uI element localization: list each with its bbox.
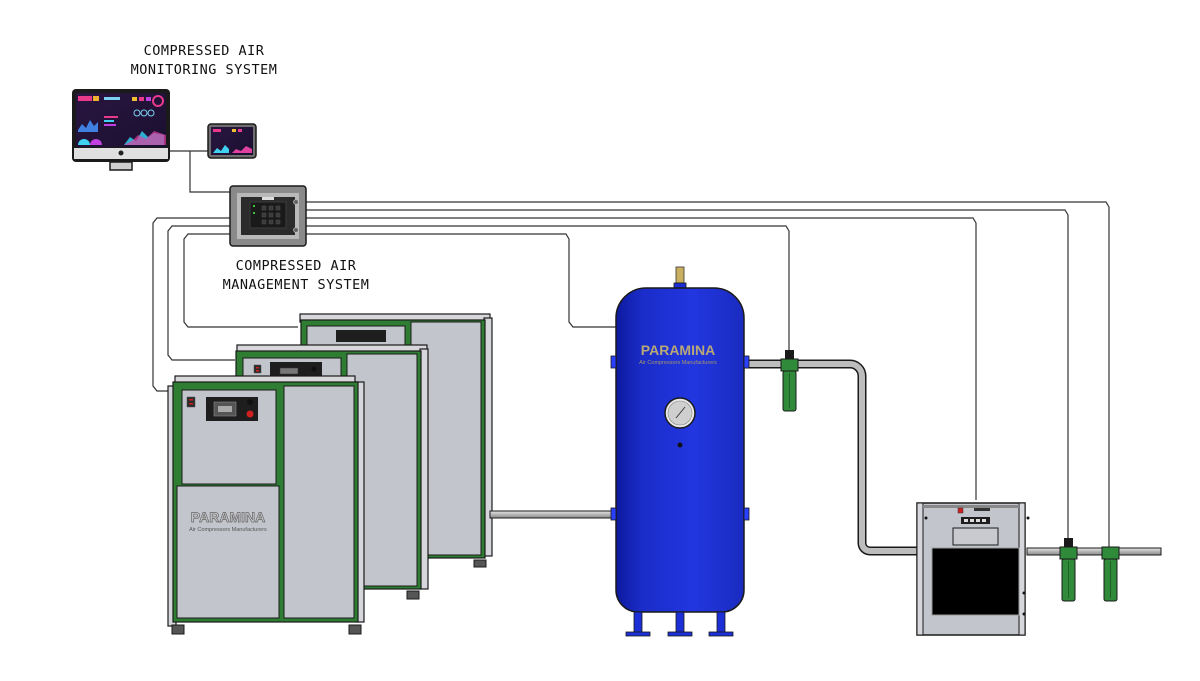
pressure-gauge-icon — [664, 397, 696, 429]
compressor-control-panel[interactable] — [186, 396, 258, 421]
compressor-brand: PARAMINA Air Compressors Manufacturers — [189, 509, 267, 533]
tank-body — [615, 287, 745, 613]
wire-monitor-controller — [189, 151, 232, 193]
wire-compressor-3 — [183, 233, 298, 328]
wire-tank — [305, 233, 617, 328]
management-label-line-2: MANAGEMENT SYSTEM — [222, 277, 370, 293]
management-controller[interactable] — [229, 185, 307, 247]
compressor-brand-name: PARAMINA — [191, 509, 265, 525]
controller-screen — [249, 201, 287, 229]
wire-filter-3 — [305, 201, 1110, 548]
monitoring-system-label: COMPRESSED AIR MONITORING SYSTEM — [104, 42, 304, 80]
compressor-brand-tagline: Air Compressors Manufacturers — [189, 527, 267, 533]
wire-compressor-2 — [167, 225, 235, 361]
management-label-line-1: COMPRESSED AIR — [235, 258, 357, 274]
air-receiver-tank[interactable]: PARAMINA Air Compressors Manufacturers — [610, 266, 750, 637]
monitoring-label-line-2: MONITORING SYSTEM — [130, 62, 278, 78]
control-wiring — [152, 150, 1110, 548]
tablet[interactable] — [207, 123, 257, 159]
wire-filter-1 — [305, 225, 790, 350]
monitoring-label-line-1: COMPRESSED AIR — [143, 43, 265, 59]
pipe-dryer-outlet — [1026, 547, 1162, 556]
line-filter-1[interactable] — [780, 350, 799, 412]
wire-compressor-1 — [152, 217, 232, 392]
line-filter-2[interactable] — [1059, 538, 1078, 602]
pipe-compressor-tank — [489, 510, 617, 519]
tank-drain-port — [677, 442, 683, 448]
air-piping — [489, 359, 1162, 556]
dryer-power-light — [957, 507, 964, 514]
wire-filter-2 — [305, 209, 1069, 543]
desktop-monitor[interactable] — [72, 89, 170, 171]
tank-legs — [625, 611, 734, 637]
air-dryer[interactable] — [916, 502, 1030, 636]
tank-brand-name: PARAMINA — [641, 342, 715, 358]
apple-logo-icon — [118, 150, 124, 156]
pipe-tank-dryer-outline — [744, 359, 918, 556]
tank-brand-tagline: Air Compressors Manufacturers — [639, 360, 717, 366]
tank-top-valve — [675, 266, 685, 284]
dryer-vent-grille — [931, 547, 1020, 616]
wire-dryer — [305, 217, 977, 500]
line-filter-3[interactable] — [1101, 546, 1120, 602]
compressor-1[interactable] — [167, 375, 365, 635]
dryer-control-buttons[interactable] — [961, 517, 990, 524]
management-system-label: COMPRESSED AIR MANAGEMENT SYSTEM — [196, 257, 396, 295]
emergency-stop-icon[interactable] — [246, 410, 254, 418]
